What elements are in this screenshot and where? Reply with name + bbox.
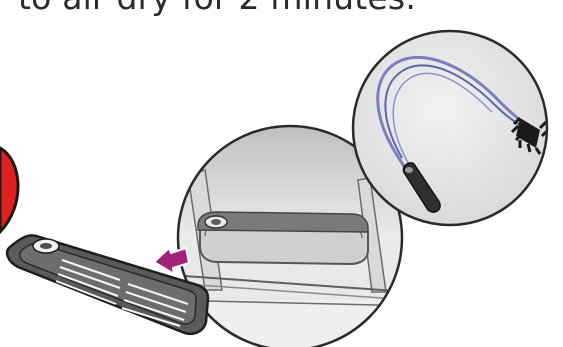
drip-tray <box>6 234 210 336</box>
warning-marker-icon <box>0 146 20 235</box>
cleaning-brush-magnifier <box>351 29 549 227</box>
arrow-right-down-icon <box>152 246 191 276</box>
instruction-caption: to air dry for 2 minutes. <box>18 0 416 17</box>
